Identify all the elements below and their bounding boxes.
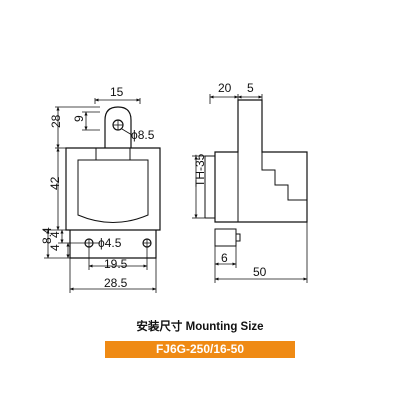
front-body-outline [65, 147, 161, 231]
dim-hole-top: ϕ8.5 [131, 128, 155, 142]
dim-top-b: 5 [247, 81, 254, 95]
dim-rail: TH-35 [193, 153, 207, 187]
dim-top-width: 15 [110, 85, 124, 99]
dim-hole-bottom: ϕ4.5 [98, 236, 122, 250]
caption-title: 安装尺寸 Mounting Size [136, 321, 264, 333]
side-housing [214, 99, 308, 223]
front-inner-window [77, 159, 149, 223]
top-mounting-tab [104, 106, 132, 148]
side-view [204, 99, 308, 247]
bottom-mounting-base [69, 230, 157, 259]
dim-top-a: 20 [218, 81, 232, 95]
dim-bottom-offset: 6 [221, 251, 228, 265]
dim-small-b: 4 [48, 244, 62, 251]
side-step-profile [261, 152, 307, 201]
bottom-terminal [214, 228, 237, 247]
dim-body-height: 42 [48, 176, 62, 190]
dim-tab-height: 9 [72, 115, 86, 122]
dim-overall-width: 28.5 [104, 276, 128, 290]
dim-upper-height: 28 [49, 114, 63, 128]
rail-clip [204, 155, 215, 219]
dim-overall-depth: 50 [253, 265, 267, 279]
dim-small-a: 4 [48, 231, 62, 238]
model-label: FJ6G-250/16-50 [105, 341, 295, 358]
dim-hole-spacing: 19.5 [104, 257, 128, 271]
dim-lower-height: 8.4 [40, 227, 54, 244]
